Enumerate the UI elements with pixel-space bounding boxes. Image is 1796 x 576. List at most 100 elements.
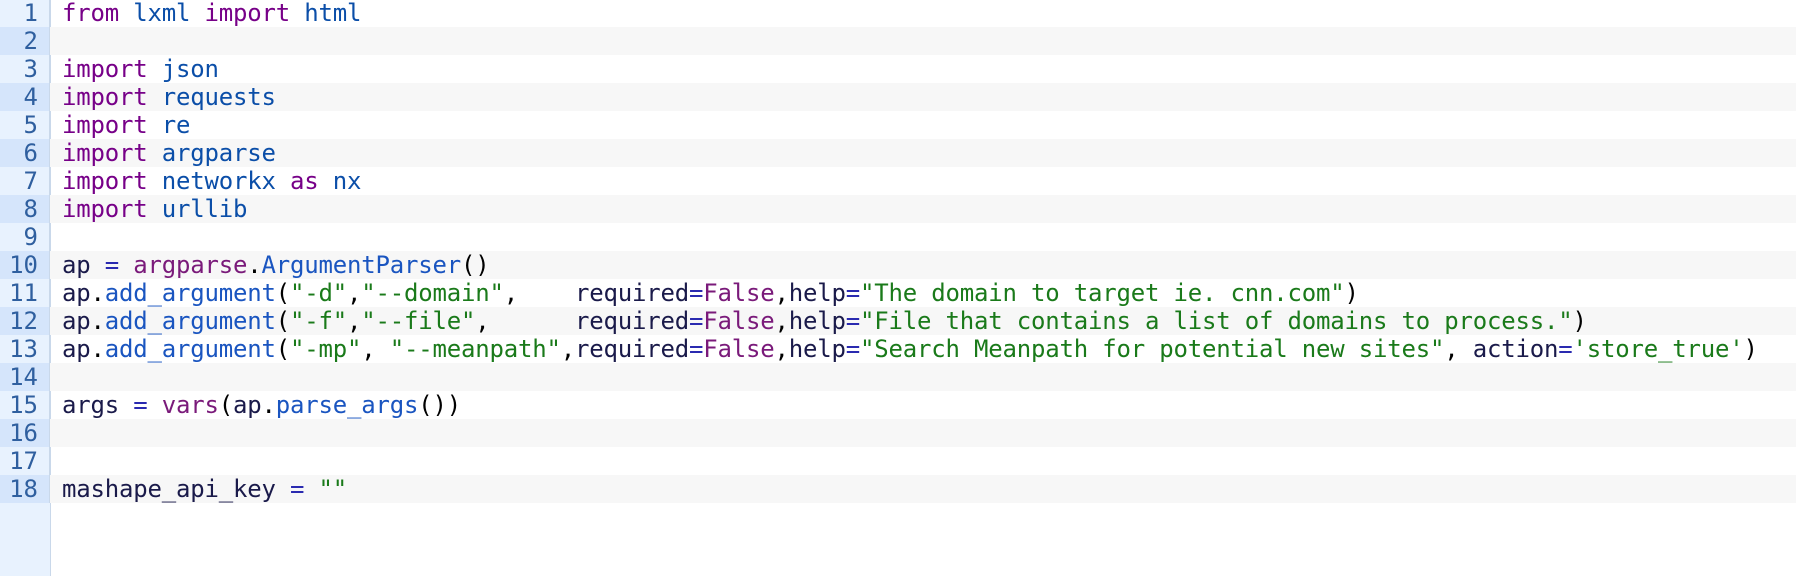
code-text: import urllib — [50, 195, 247, 223]
code-token: import — [62, 55, 148, 83]
code-token: ArgumentParser — [261, 251, 462, 279]
line-number: 2 — [0, 27, 50, 55]
code-line[interactable]: 14 — [0, 363, 1796, 391]
line-number: 5 — [0, 111, 50, 139]
code-token: from — [62, 0, 119, 27]
code-token — [148, 55, 162, 83]
code-token: False — [703, 335, 775, 363]
code-token — [276, 475, 290, 503]
code-token: ap — [62, 279, 91, 307]
code-token: ap — [62, 307, 91, 335]
code-token: help — [788, 335, 846, 363]
code-text: import argparse — [50, 139, 276, 167]
code-token: = — [689, 307, 704, 335]
code-token — [148, 83, 162, 111]
code-token: nx — [332, 167, 362, 195]
code-token: "-mp" — [290, 335, 362, 363]
code-text: ap.add_argument("-f","--file", required=… — [50, 307, 1587, 335]
code-token: = — [290, 475, 305, 503]
code-text — [50, 447, 62, 475]
code-token: "--domain" — [361, 279, 504, 307]
code-token: ( — [218, 391, 233, 419]
code-token — [276, 167, 290, 195]
code-line[interactable]: 16 — [0, 419, 1796, 447]
line-number: 3 — [0, 55, 50, 83]
code-token: ) — [1572, 307, 1587, 335]
code-token: = — [689, 335, 704, 363]
code-token: , — [361, 335, 390, 363]
code-line[interactable]: 9 — [0, 223, 1796, 251]
code-token: 'store_true' — [1572, 335, 1744, 363]
code-text: args = vars(ap.parse_args()) — [50, 391, 461, 419]
code-token: required — [575, 279, 689, 307]
code-text: ap.add_argument("-mp", "--meanpath",requ… — [50, 335, 1758, 363]
code-token: re — [161, 111, 191, 139]
code-token: . — [247, 251, 262, 279]
code-text — [50, 363, 62, 391]
line-number: 10 — [0, 251, 50, 279]
code-token: requests — [161, 83, 276, 111]
code-token: , — [1444, 335, 1473, 363]
line-number: 11 — [0, 279, 50, 307]
code-token: , — [560, 335, 575, 363]
code-token: "" — [318, 475, 348, 503]
code-token: ap — [62, 251, 91, 279]
code-token: import — [62, 83, 148, 111]
code-token — [290, 0, 304, 27]
code-line[interactable]: 2 — [0, 27, 1796, 55]
code-token: vars — [161, 391, 219, 419]
line-number: 9 — [0, 223, 50, 251]
code-text — [50, 419, 62, 447]
code-token: help — [788, 307, 846, 335]
line-number: 7 — [0, 167, 50, 195]
code-token — [119, 0, 133, 27]
code-token: required — [575, 335, 689, 363]
code-token — [148, 111, 162, 139]
code-text: mashape_api_key = "" — [50, 475, 347, 503]
code-token: action — [1472, 335, 1559, 363]
code-token: required — [575, 307, 689, 335]
code-token: = — [845, 307, 860, 335]
code-token: ()) — [418, 391, 461, 419]
code-token: , — [774, 307, 789, 335]
code-token: parse_args — [275, 391, 419, 419]
code-token: ( — [275, 335, 290, 363]
code-token: ( — [275, 279, 290, 307]
code-token: False — [703, 307, 775, 335]
code-text: import re — [50, 111, 190, 139]
code-token: ) — [1344, 279, 1359, 307]
line-number: 15 — [0, 391, 50, 419]
code-token: . — [261, 391, 276, 419]
code-token: mashape_api_key — [62, 475, 276, 503]
code-token: "-f" — [290, 307, 347, 335]
code-token: help — [788, 279, 846, 307]
code-line[interactable]: 17 — [0, 447, 1796, 475]
line-number: 16 — [0, 419, 50, 447]
code-token: . — [90, 279, 105, 307]
code-text: from lxml import html — [50, 0, 361, 27]
code-token — [148, 139, 162, 167]
code-token: "--file" — [361, 307, 476, 335]
code-token: , — [774, 335, 789, 363]
code-token: "The domain to target ie. cnn.com" — [860, 279, 1345, 307]
line-number: 18 — [0, 475, 50, 503]
code-token: add_argument — [104, 335, 276, 363]
code-token: ( — [275, 307, 290, 335]
code-token: "File that contains a list of domains to… — [860, 307, 1573, 335]
code-token: add_argument — [104, 307, 276, 335]
code-token — [119, 251, 133, 279]
